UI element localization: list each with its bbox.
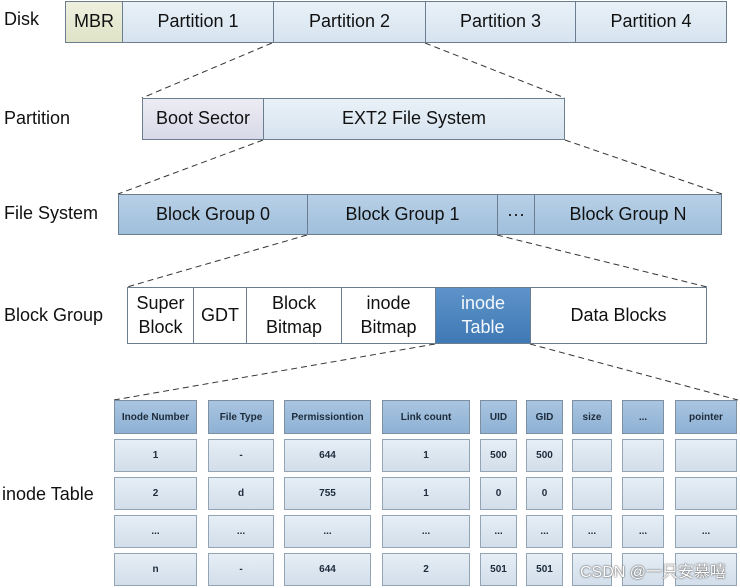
zoom-line-partition-left [141,42,273,99]
inode-cell [675,553,737,586]
disk-partition-2: Partition 2 [273,1,426,43]
inode-cell: 501 [526,553,563,586]
inode-cell [675,439,737,472]
inode-cell [675,477,737,510]
inode-cell [572,439,612,472]
disk-partition-1: Partition 1 [122,1,274,43]
inode-cell: ... [382,515,470,548]
inode-header-inode-number: Inode Number [114,400,197,434]
inode-cell: 0 [480,477,517,510]
inode-cell: 755 [284,477,371,510]
inode-cell [622,553,664,586]
inode-cell: n [114,553,197,586]
fs-block-group-0: Block Group 0 [118,194,308,235]
inode-cell [622,439,664,472]
inode-cell [572,477,612,510]
inode-cell: ... [480,515,517,548]
inode-cell: 2 [382,553,470,586]
disk-partition-3: Partition 3 [425,1,576,43]
fs-block-group-n: Block Group N [534,194,722,235]
inode-header-uid: UID [480,400,517,434]
inode-header-ellipsis: ... [622,400,664,434]
zoom-line-it-left [113,343,436,401]
zoom-line-fs-right [564,139,723,195]
inode-header-file-type: File Type [208,400,274,434]
inode-cell: 1 [382,439,470,472]
bg-inode-table: inode Table [435,287,531,344]
inode-cell: - [208,553,274,586]
inode-header-size: size [572,400,612,434]
bg-inode-bitmap: inode Bitmap [341,287,436,344]
inode-cell [622,477,664,510]
inode-cell: ... [208,515,274,548]
inode-cell: ... [114,515,197,548]
partition-boot-sector: Boot Sector [142,98,264,140]
inode-cell: ... [572,515,612,548]
inode-cell: 644 [284,553,371,586]
label-block-group: Block Group [4,305,104,325]
inode-header-pointer: pointer [675,400,737,434]
inode-cell: ... [675,515,737,548]
label-disk: Disk [4,9,39,29]
inode-cell: 0 [526,477,563,510]
zoom-line-bg-right [496,234,708,288]
inode-cell: 1 [382,477,470,510]
zoom-line-fs-left [117,139,264,195]
inode-cell: ... [284,515,371,548]
bg-block-bitmap: Block Bitmap [246,287,342,344]
inode-header-gid: GID [526,400,563,434]
label-inode-table: inode Table [2,484,94,504]
zoom-line-bg-left [126,234,308,288]
inode-cell: 501 [480,553,517,586]
inode-cell: d [208,477,274,510]
inode-cell: 1 [114,439,197,472]
bg-data-blocks: Data Blocks [530,287,707,344]
fs-block-group-1: Block Group 1 [307,194,498,235]
inode-cell: 500 [480,439,517,472]
bg-gdt: GDT [193,287,247,344]
inode-cell [572,553,612,586]
fs-ellipsis: ··· [497,194,535,235]
inode-header-permission: Permissiontion [284,400,371,434]
bg-super-block: Super Block [127,287,194,344]
inode-cell: 500 [526,439,563,472]
inode-header-link-count: Link count [382,400,470,434]
zoom-line-it-right [529,343,739,401]
zoom-line-partition-right [424,42,566,99]
disk-mbr: MBR [65,1,123,43]
disk-partition-4: Partition 4 [575,1,727,43]
label-partition: Partition [4,108,71,128]
partition-ext2-file-system: EXT2 File System [263,98,565,140]
inode-cell: ... [622,515,664,548]
watermark: CSDN @一只安慕嘻 [579,564,726,581]
label-file-system: File System [4,203,99,223]
inode-cell: 644 [284,439,371,472]
inode-cell: 2 [114,477,197,510]
inode-cell: - [208,439,274,472]
inode-cell: ... [526,515,563,548]
